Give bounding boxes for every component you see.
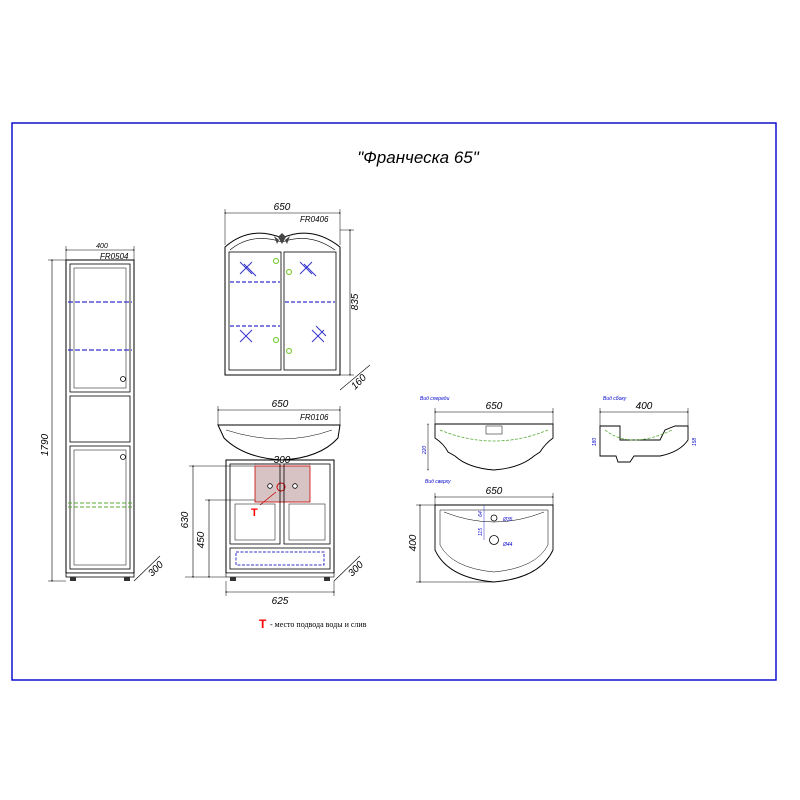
vanity-code: FR0106	[300, 413, 329, 422]
mirror-knob	[285, 347, 293, 355]
vanity-dimensions: 650 FR0106 300 630 450 300 625	[180, 399, 366, 607]
sheet-frame	[11, 122, 777, 681]
mirror-height-dim: 835	[350, 293, 361, 310]
basin-front-view: Вид спереди 650 220	[420, 396, 555, 471]
drawing-title: "Франческа 65"	[357, 148, 479, 167]
connection-width-dim: 300	[274, 455, 291, 466]
crown-ornament-icon	[274, 233, 290, 244]
drain-icon	[276, 482, 286, 492]
column-knob-upper	[120, 376, 126, 382]
mirror-knob	[285, 268, 293, 276]
basin-top-view: Вид сверху 650 64 115 Ø35 Ø44 400	[408, 479, 555, 584]
vanity-knob	[292, 483, 298, 489]
mirror-cabinet	[224, 232, 341, 376]
vanity-height-dim: 630	[180, 511, 191, 528]
column-cabinet	[65, 259, 135, 581]
basin-front-width-dim: 650	[486, 401, 503, 412]
vanity-knob	[267, 483, 273, 489]
basin-side-view: Вид сбоку 400 180 158	[592, 396, 698, 463]
basin-top-dim-b: 115	[478, 528, 484, 536]
drain-hole-icon	[489, 535, 499, 545]
mirror-left-door	[228, 251, 282, 371]
mirror-right-door	[283, 251, 337, 371]
column-height-dim: 1790	[40, 433, 51, 456]
mirror-knob	[272, 257, 280, 265]
column-code: FR0504	[100, 252, 129, 261]
basin-front-height-dim: 220	[422, 446, 428, 456]
basin-top-label: Вид сверху	[425, 479, 451, 485]
basin-top-hole-small: Ø35	[502, 517, 513, 523]
basin-top-dim-a: 64	[478, 511, 484, 517]
legend-marker: T	[259, 617, 267, 631]
basin-side-height-left-dim: 180	[592, 438, 598, 447]
vanity-drawer	[229, 547, 331, 570]
basin-top-depth-dim: 400	[408, 534, 419, 551]
basin-top-width-dim: 650	[486, 486, 503, 497]
connection-marker: T	[251, 507, 258, 519]
mirror-code: FR0406	[300, 215, 329, 224]
glass-reflection-icon	[239, 261, 327, 343]
faucet-hole-icon	[490, 514, 498, 522]
mirror-knob	[272, 336, 280, 344]
column-upper-door	[69, 263, 131, 393]
column-open-niche	[69, 395, 131, 443]
vanity-base-dim: 625	[272, 596, 289, 607]
mirror-width-dim: 650	[274, 202, 291, 213]
connection-zone	[254, 465, 311, 503]
legend-text: - место подвода воды и слив	[270, 620, 367, 629]
vanity-width-dim: 650	[272, 399, 289, 410]
basin-side-height-right-dim: 158	[692, 438, 698, 447]
column-width-dim: 400	[96, 243, 108, 250]
basin-side-width-dim: 400	[636, 401, 653, 412]
basin-side-label: Вид сбоку	[603, 396, 627, 402]
legend: T - место подвода воды и слив	[259, 617, 367, 631]
basin-top-hole-large: Ø44	[502, 542, 513, 548]
vanity-unit: T	[217, 424, 341, 581]
drain-height-dim: 450	[196, 531, 207, 548]
basin-front-label: Вид спереди	[420, 396, 450, 402]
column-knob-lower	[120, 454, 126, 460]
